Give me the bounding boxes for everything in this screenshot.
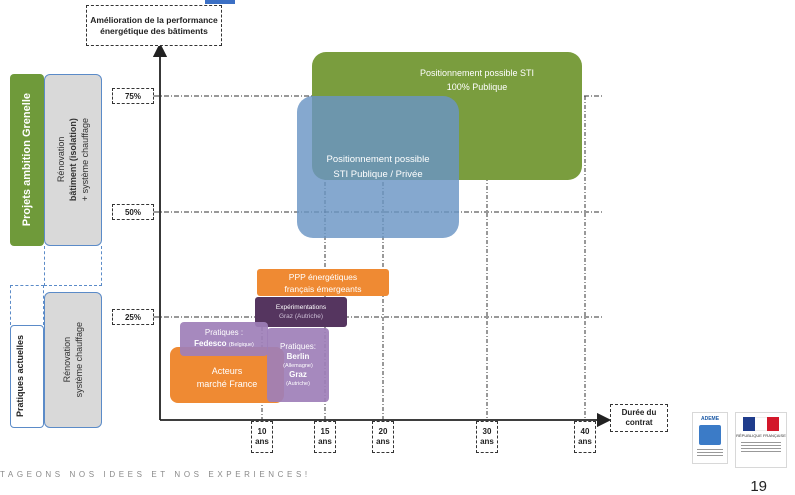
ppp-line1: PPP énergétiques <box>288 271 358 282</box>
renovation-batiment-line3: + système chauffage <box>80 118 90 202</box>
side-label-pratiques-actuelles: Pratiques actuelles <box>10 325 44 428</box>
x-tick-30: 30 ans <box>476 421 498 453</box>
ademe-logo-text: ADEME <box>700 416 720 422</box>
sti-mixte-line1: Positionnement possible <box>326 154 430 165</box>
side-spacer-upper <box>44 246 102 286</box>
sti-publique-line2: 100% Publique <box>446 82 508 92</box>
berlin-line3: (Allemagne) <box>283 363 313 369</box>
side-label-renovation-batiment: Rénovation bâtiment (isolation) + systèm… <box>44 74 102 246</box>
x-tick-10: 10 ans <box>251 421 273 453</box>
footer-slogan: TAGEONS NOS IDEES ET NOS EXPERIENCES! <box>0 470 311 479</box>
x-tick-15: 15 ans <box>314 421 336 453</box>
fedesco-line2-small: (Belgique) <box>228 342 254 348</box>
acteurs-line1: Acteurs <box>211 366 243 376</box>
x-tick-20: 20 ans <box>372 421 394 453</box>
x-tick-40: 40 ans <box>574 421 596 453</box>
y-tick-50: 50% <box>112 204 154 220</box>
pratiques-actuelles-text: Pratiques actuelles <box>15 335 25 418</box>
sti-publique-line1: Positionnement possible STI <box>419 68 535 78</box>
renovation-systeme-line2: système chauffage <box>74 322 84 398</box>
renovation-batiment-line2: bâtiment (isolation) <box>68 118 78 202</box>
renovation-batiment-line1: Rénovation <box>56 137 66 183</box>
berlin-line2: Berlin <box>286 352 310 361</box>
ademe-logo: ADEME <box>692 412 728 464</box>
region-sti-mixte: Positionnement possible STI Publique / P… <box>297 96 459 238</box>
fedesco-line1: Pratiques : <box>204 328 244 337</box>
fedesco-line2: Fedesco <box>194 339 227 348</box>
experimentations-line1: Expérimentations <box>275 304 327 311</box>
y-tick-75: 75% <box>112 88 154 104</box>
berlin-line5: (Autriche) <box>286 381 310 387</box>
region-ppp: PPP énergétiques français émergeants <box>257 269 389 296</box>
berlin-line1: Pratiques: <box>279 342 317 351</box>
ademe-emblem-icon <box>699 425 721 445</box>
y-axis-title: Amélioration de la performance énergétiq… <box>86 5 222 46</box>
page-number: 19 <box>750 478 767 495</box>
projets-ambition-text: Projets ambition Grenelle <box>21 93 33 227</box>
side-spacer-lower <box>10 285 44 325</box>
region-acteurs-marche: Acteurs marché France <box>170 347 284 403</box>
republique-logo: RÉPUBLIQUE FRANÇAISE <box>735 412 787 468</box>
acteurs-line2: marché France <box>196 379 258 389</box>
republique-text: RÉPUBLIQUE FRANÇAISE <box>736 433 786 438</box>
region-berlin-graz: Pratiques: Berlin (Allemagne) Graz (Autr… <box>267 328 329 402</box>
header-accent-bar <box>205 0 235 4</box>
ppp-line2: français émergeants <box>284 283 362 294</box>
french-flag-icon <box>743 417 779 431</box>
berlin-line4: Graz <box>289 370 307 379</box>
side-label-projets-ambition: Projets ambition Grenelle <box>10 74 44 246</box>
sti-mixte-line2: STI Publique / Privée <box>333 169 423 180</box>
x-axis-title: Durée du contrat <box>610 404 668 432</box>
experimentations-line2: Graz (Autriche) <box>278 313 324 320</box>
region-fedesco: Pratiques : Fedesco (Belgique) <box>180 322 268 356</box>
side-label-renovation-systeme: Rénovation système chauffage <box>44 292 102 428</box>
region-experimentations: Expérimentations Graz (Autriche) <box>255 297 347 327</box>
y-tick-25: 25% <box>112 309 154 325</box>
renovation-systeme-line1: Rénovation <box>62 337 72 383</box>
